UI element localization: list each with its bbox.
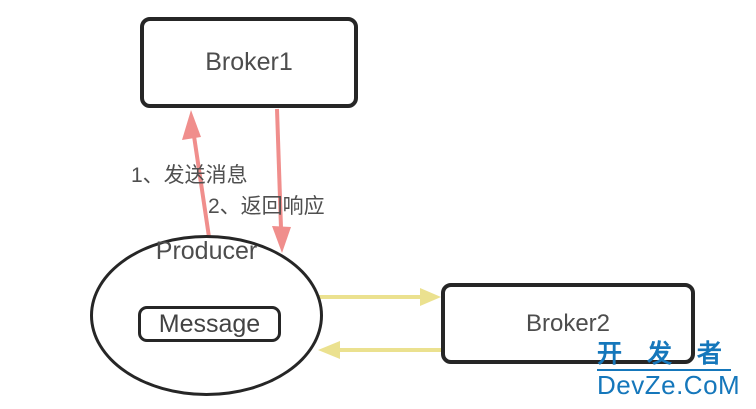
edge-label-response: 2、返回响应 xyxy=(208,195,325,218)
node-broker2: Broker2 xyxy=(441,283,695,364)
node-message-label: Message xyxy=(158,309,261,338)
watermark-line2: DevZe.CoM xyxy=(597,370,741,400)
node-broker2-label: Broker2 xyxy=(525,309,611,337)
edge-label-send: 1、发送消息 xyxy=(131,164,248,187)
arrow-producer-to-broker2-head xyxy=(420,288,441,306)
node-broker1-label: Broker1 xyxy=(205,48,293,76)
arrow-send-head xyxy=(182,110,201,140)
watermark: 开 发 者 DevZe.CoM xyxy=(597,342,740,398)
arrow-response-head xyxy=(272,226,291,253)
node-message: Message xyxy=(138,306,281,342)
arrow-response-line xyxy=(275,108,283,229)
arrow-send-line xyxy=(192,135,211,238)
node-producer-label: Producer xyxy=(155,237,258,265)
arrow-broker2-to-producer-head xyxy=(318,341,340,359)
watermark-line1: 开 发 者 xyxy=(597,342,731,371)
node-broker1: Broker1 xyxy=(140,17,358,108)
